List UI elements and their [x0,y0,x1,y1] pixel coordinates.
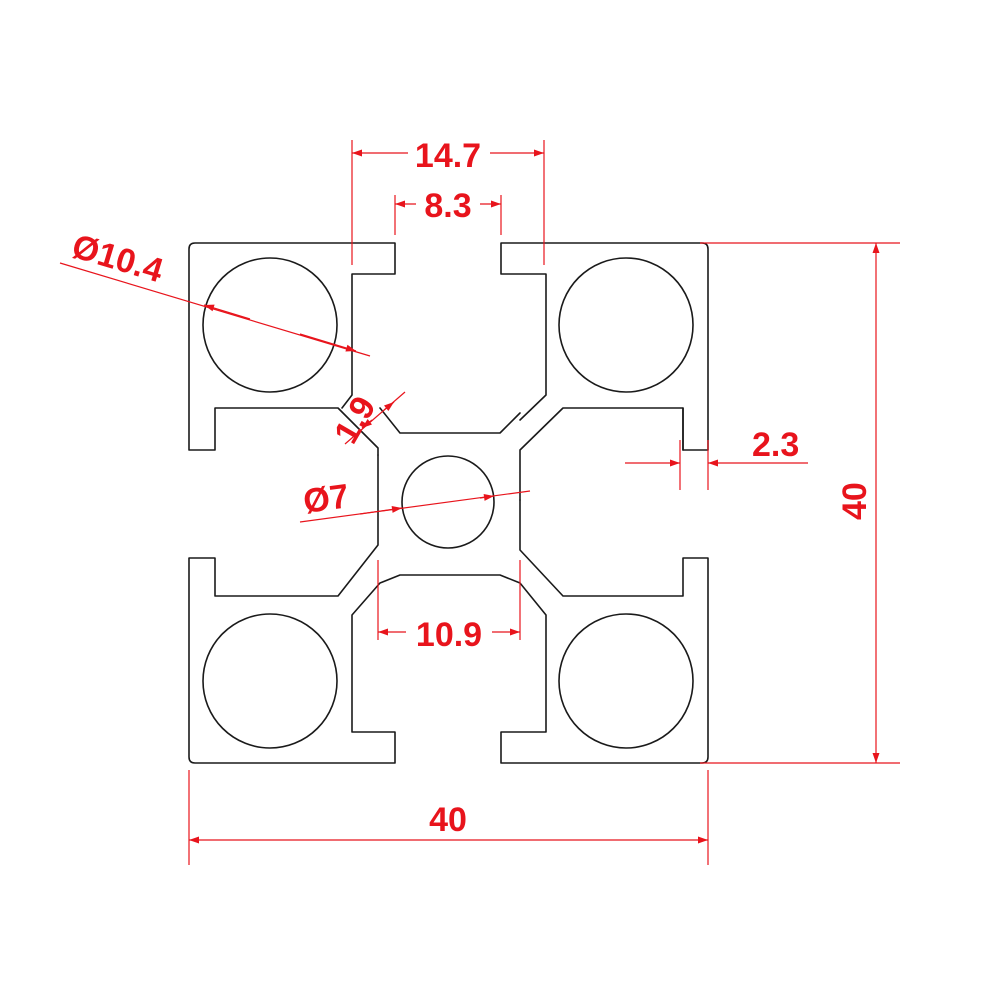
dimensions: 14.7 8.3 Ø10.4 1.9 Ø7 [59,137,900,865]
dim-overall-width: 40 [188,770,709,865]
dim-corner-hole: Ø10.4 [59,227,371,357]
dim-slot-outer-width: 14.7 [351,137,545,265]
corner-hole-bottom-left [202,613,338,749]
dim-text-14-7: 14.7 [415,137,481,175]
outline-bottom-left [188,454,709,764]
dim-text-1-9: 1.9 [327,390,384,450]
dim-text-8-3: 8.3 [424,187,471,225]
corner-hole-bottom-right [558,613,694,749]
profile-outline [188,242,709,764]
dim-text-2-3: 2.3 [752,426,799,464]
dim-wall-thickness: 2.3 [625,426,808,490]
outline-top-slot-bottom [379,407,521,434]
dim-slot-opening: 8.3 [394,187,502,235]
center-hole [401,455,495,549]
dim-overall-height: 40 [700,242,900,764]
dim-text-7: Ø7 [301,477,351,521]
outline-top-left [188,242,396,456]
corner-hole-top-left [202,257,338,393]
holes [202,257,694,749]
dim-text-height-40: 40 [836,482,874,520]
dim-text-10-9: 10.9 [416,616,482,654]
dim-web-thickness: 1.9 [327,390,406,450]
dim-core-width: 10.9 [377,560,521,654]
corner-hole-top-right [558,257,694,393]
dim-center-hole: Ø7 [299,477,531,523]
dim-text-width-40: 40 [429,801,467,839]
